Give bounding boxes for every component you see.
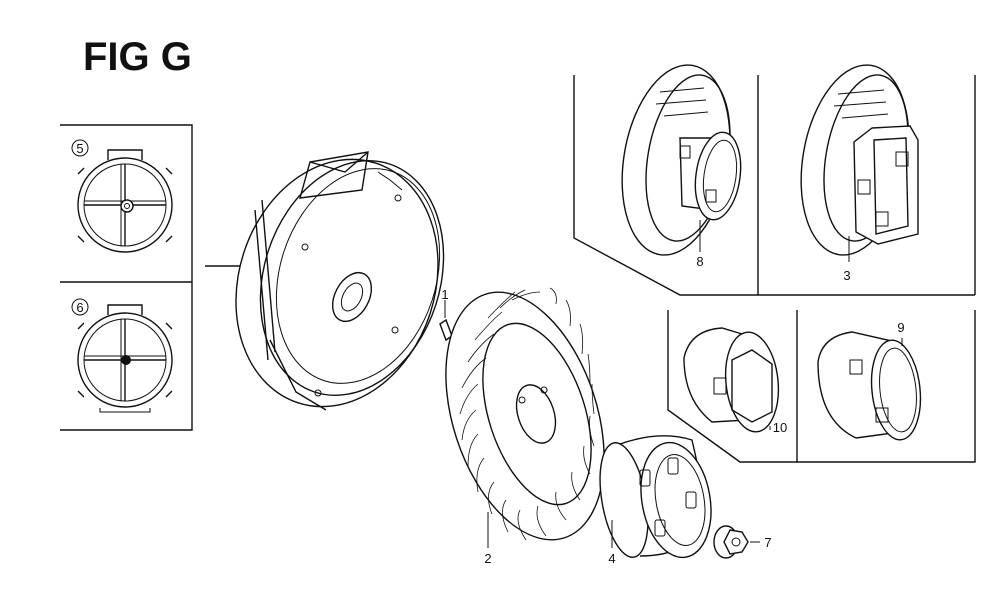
ratchet-plate-5 [77, 149, 173, 253]
inset-frame-upper-right [573, 75, 976, 296]
flange-nut [713, 525, 760, 559]
callout-label-10: 10 [773, 420, 787, 435]
starter-pulley [599, 435, 712, 559]
callout-label-1: 1 [441, 287, 448, 302]
woodruff-key [439, 300, 453, 342]
ratchet-cup-10 [683, 327, 780, 433]
ratchet-plate-6 [77, 304, 173, 413]
callout-6: 6 [71, 298, 89, 316]
callout-label-6: 6 [76, 300, 83, 315]
callout-label-8: 8 [696, 254, 703, 269]
flywheel-cover [235, 151, 445, 411]
callout-label-7: 7 [764, 535, 771, 550]
flywheel-finned [445, 287, 605, 548]
callout-5: 5 [71, 139, 89, 157]
callout-label-4: 4 [608, 551, 615, 566]
figure-title: FIG G [83, 35, 192, 79]
callout-label-2: 2 [484, 551, 491, 566]
pulley-cover-8 [621, 64, 742, 256]
callout-label-3: 3 [843, 268, 850, 283]
inset-frame-lower-right [667, 310, 976, 463]
ratchet-cup-9 [817, 331, 922, 441]
inset-frame-left [60, 124, 248, 431]
callout-label-5: 5 [76, 141, 83, 156]
pulley-cover-3 [800, 64, 919, 262]
callout-label-9: 9 [897, 320, 904, 335]
